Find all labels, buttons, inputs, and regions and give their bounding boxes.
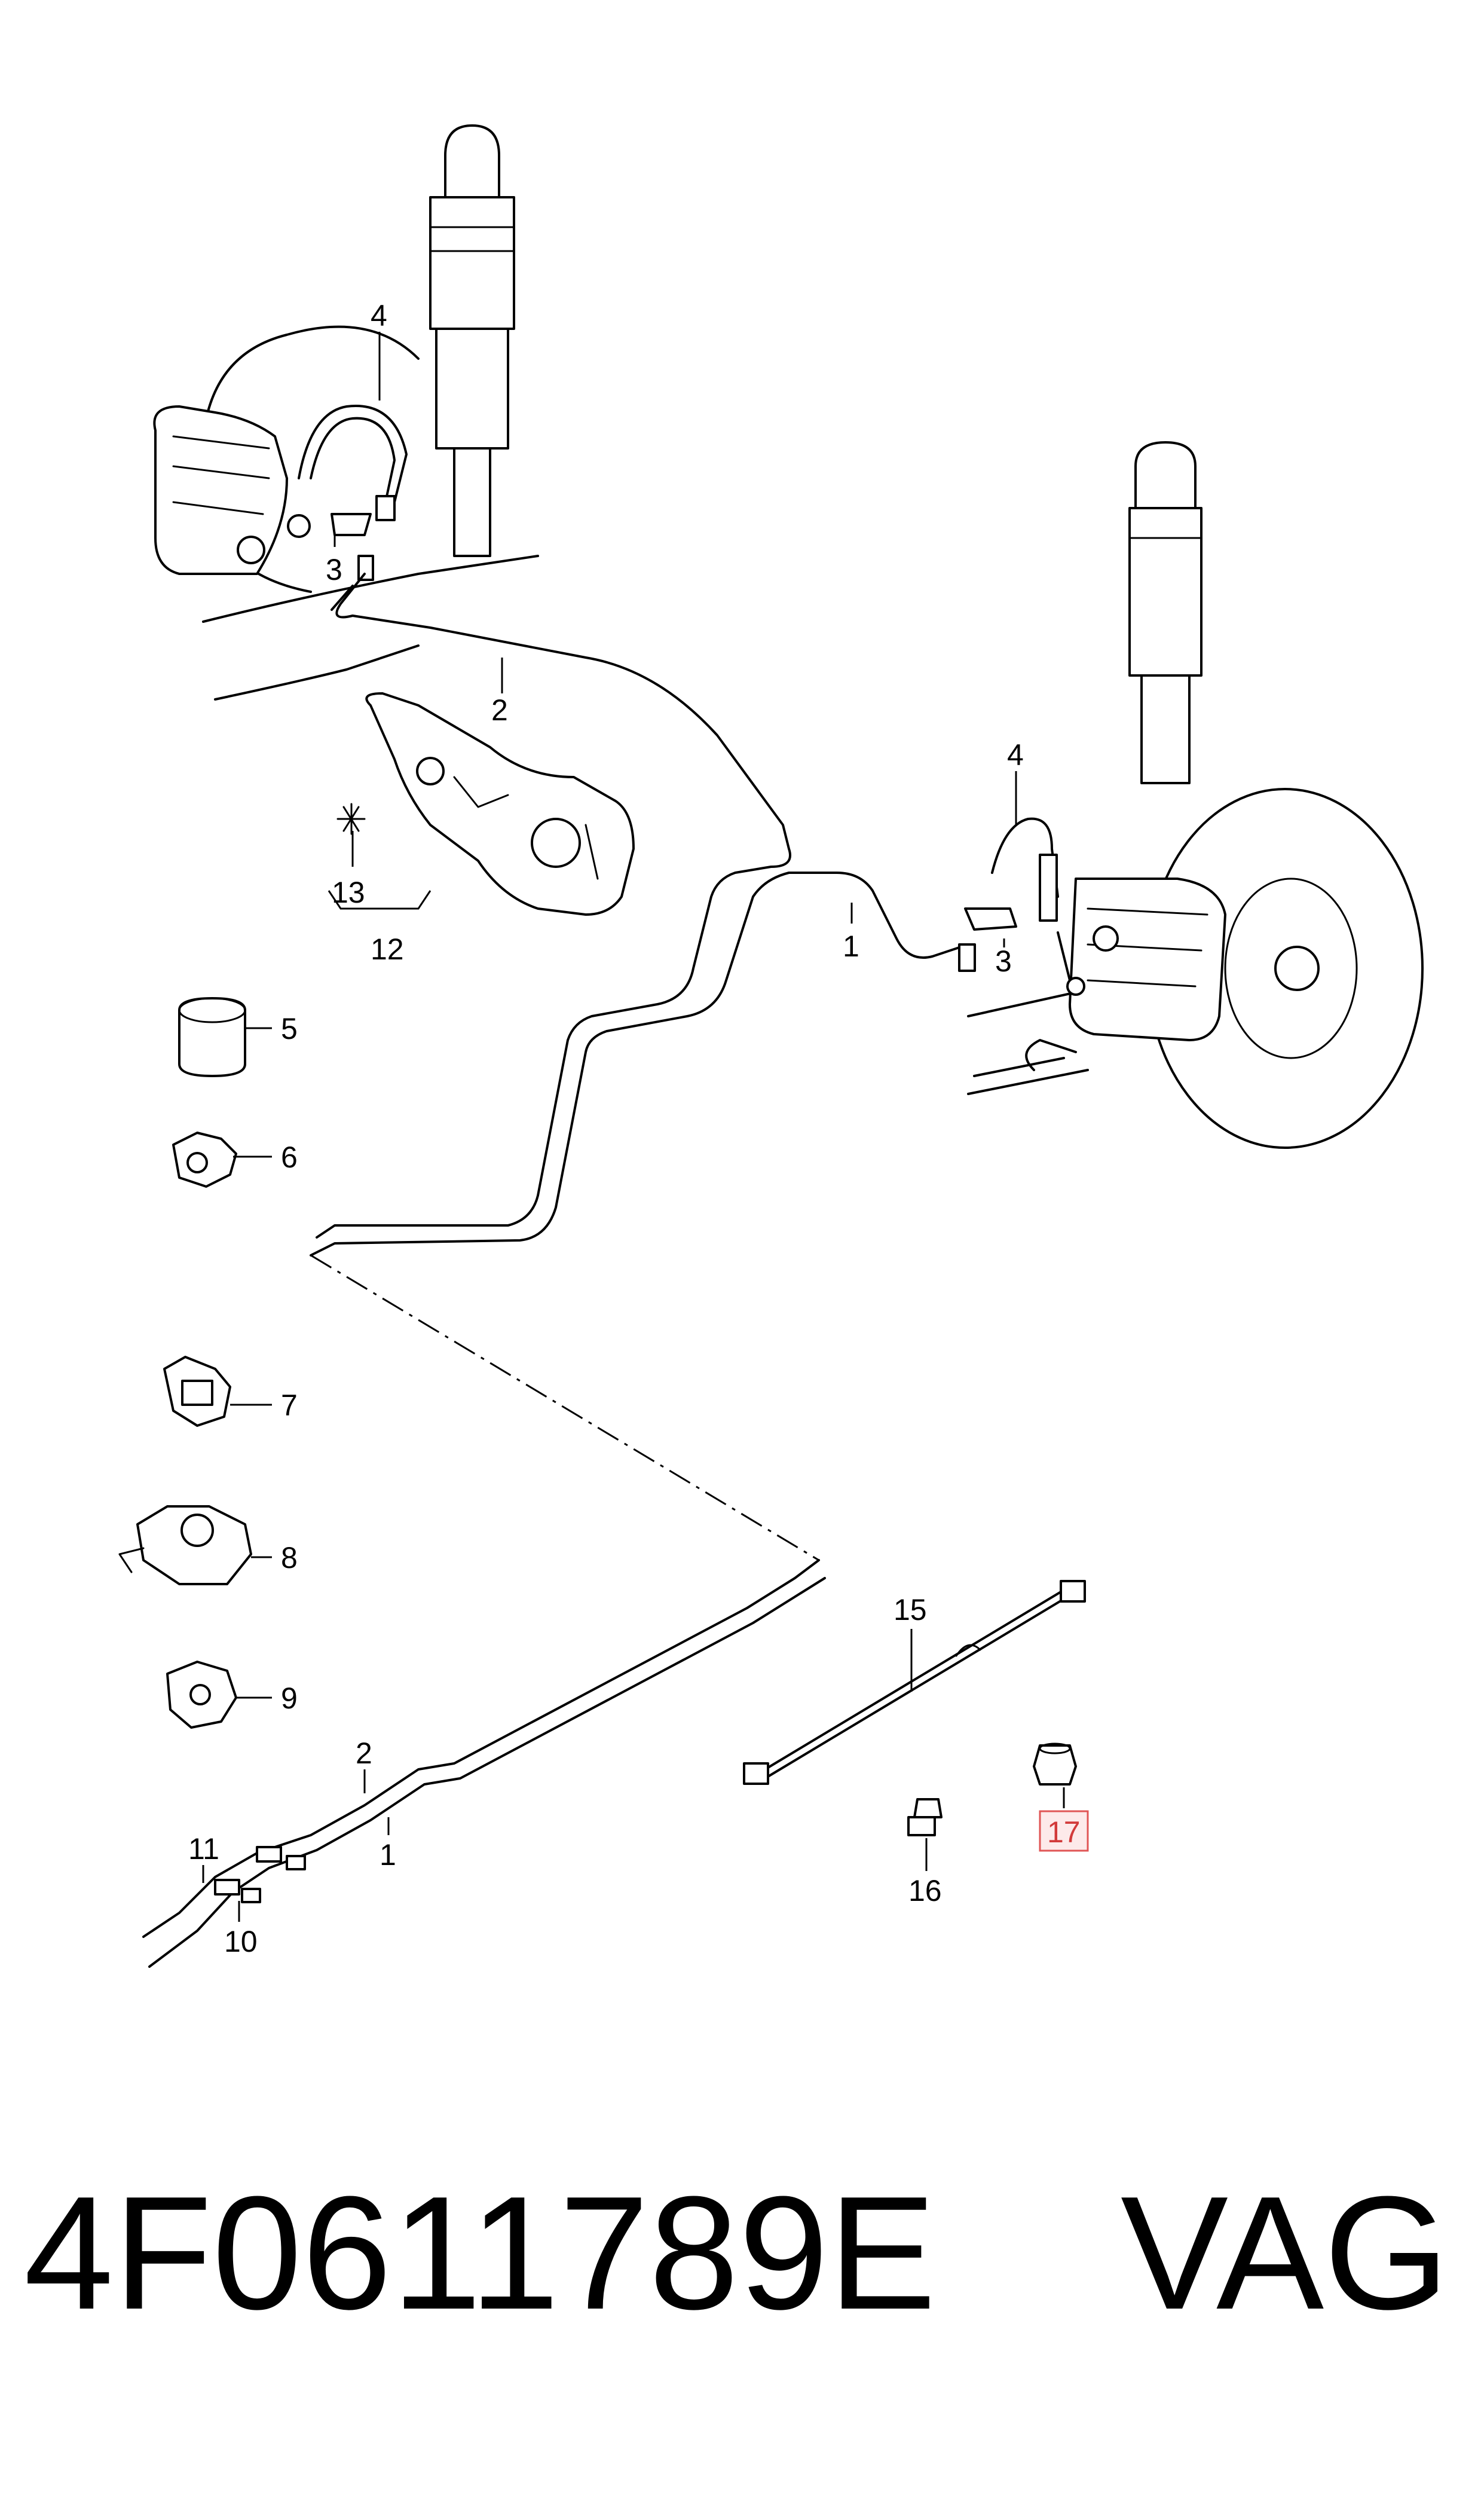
callout-17-highlight — [1039, 1810, 1089, 1852]
callout-13: 13 — [332, 876, 365, 909]
callout-4-right: 4 — [1007, 738, 1024, 772]
callout-17: 17 — [1047, 1815, 1081, 1849]
leader-lines — [202, 332, 1065, 1922]
continuation-line — [310, 1254, 819, 1561]
brake-line-2-upper — [316, 573, 791, 1239]
callout-3-right: 3 — [995, 944, 1012, 978]
left-brake-assembly — [153, 325, 539, 701]
callout-4-left: 4 — [371, 299, 387, 332]
callout-15: 15 — [894, 1593, 927, 1627]
brake-line-1-upper — [310, 872, 969, 1257]
holder-7 — [163, 1356, 231, 1427]
callout-7: 7 — [281, 1389, 298, 1422]
callout-10: 10 — [224, 1925, 258, 1958]
heat-shield — [365, 692, 635, 916]
brand-name: VAG — [1121, 2163, 1450, 2343]
callout-3-left: 3 — [326, 553, 342, 586]
callout-labels: 4 3 2 13 12 4 1 3 5 6 7 8 9 2 1 11 10 15… — [188, 299, 1089, 1958]
callout-2-upper: 2 — [491, 693, 508, 727]
callout-2-lower: 2 — [356, 1737, 372, 1770]
callout-6: 6 — [281, 1141, 298, 1174]
clip-6 — [172, 1132, 237, 1188]
right-bracket — [958, 907, 1017, 972]
holder-9 — [166, 1661, 237, 1729]
callout-11: 11 — [188, 1832, 219, 1866]
callout-8: 8 — [281, 1541, 298, 1575]
clip-13 — [336, 803, 366, 835]
part-number: 4F0611789E — [24, 2163, 937, 2343]
brake-lines-lower — [142, 1559, 826, 1968]
brake-line-15 — [743, 1580, 1086, 1785]
left-brake-hose — [298, 405, 408, 521]
callout-1-lower: 1 — [380, 1838, 396, 1872]
fitting-17 — [1033, 1742, 1077, 1786]
fitting-16 — [907, 1798, 943, 1836]
callout-1-upper: 1 — [843, 930, 859, 963]
footer: 4F0611789E VAG — [24, 2164, 1458, 2343]
callout-12: 12 — [371, 933, 404, 966]
left-bracket — [331, 513, 374, 581]
callout-9: 9 — [281, 1682, 298, 1715]
brake-line-diagram: 4 3 2 13 12 4 1 3 5 6 7 8 9 2 1 11 10 15… — [118, 124, 1424, 1968]
callout-16: 16 — [908, 1874, 942, 1907]
callout-5: 5 — [281, 1012, 298, 1045]
right-shock-absorber — [1128, 441, 1203, 784]
right-brake-hose — [991, 817, 1085, 996]
left-shock-absorber — [429, 124, 515, 557]
right-brake-assembly — [967, 788, 1424, 1149]
rubber-grommet — [178, 997, 246, 1077]
holder-8 — [118, 1505, 252, 1585]
